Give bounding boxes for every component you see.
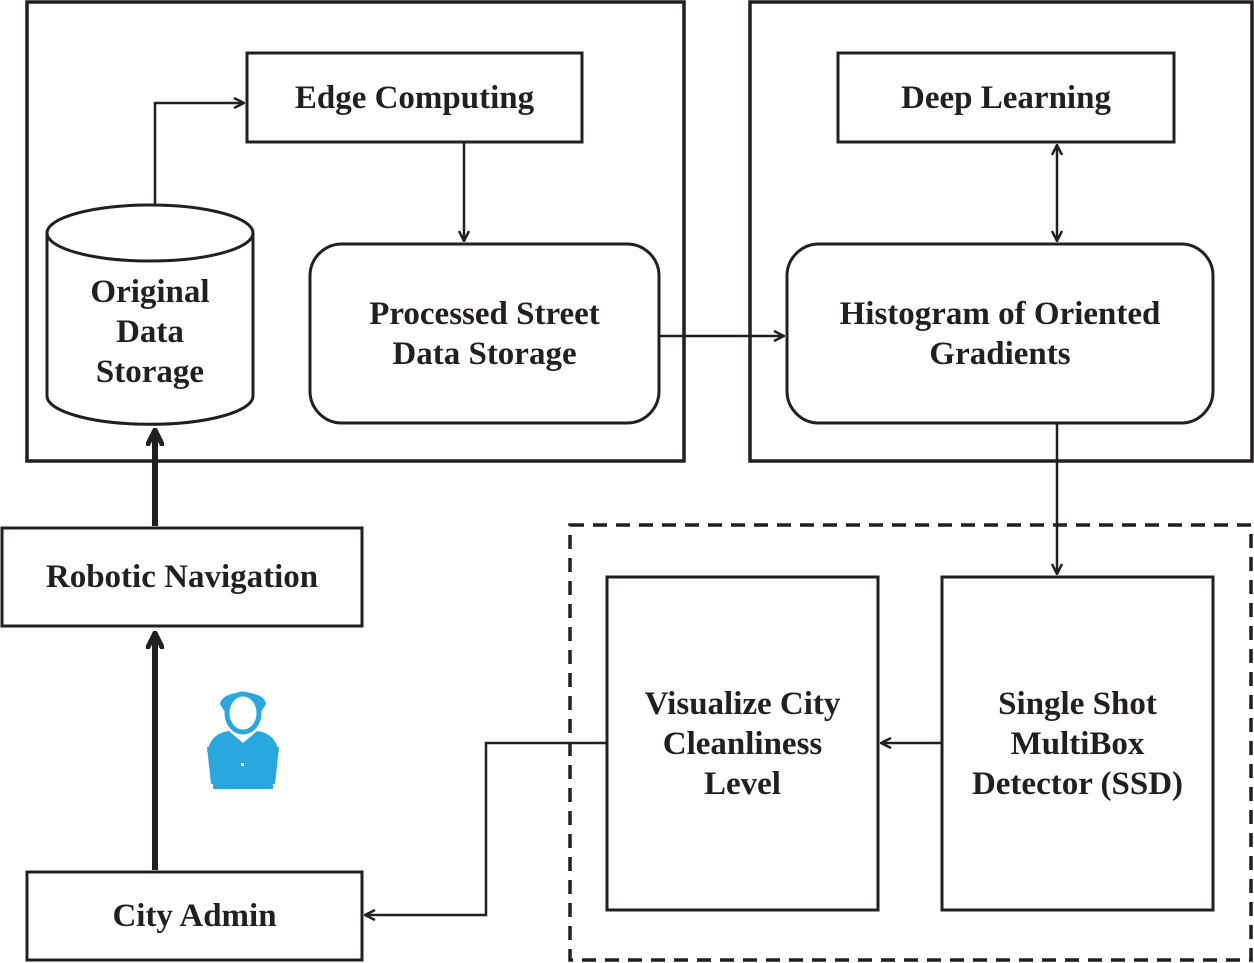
city-admin-box [25,870,364,962]
processed-street-data-storage-box [308,242,661,425]
ssd-box [940,575,1215,912]
person-at-laptop-icon [207,691,279,789]
deep-learning-label: Deep Learning [901,79,1111,116]
visualize-city-cleanliness-box [605,575,880,912]
edge-group-frame [25,0,686,463]
original-data-storage-cylinder [45,203,255,426]
edge-computing-label: Edge Computing [294,79,535,116]
learning-group-frame [748,0,1254,463]
original-data-storage-label: Original Data Storage [90,274,210,390]
hog-box [785,242,1215,425]
visualize-city-cleanliness-label: Visualize City Cleanliness Level [644,685,841,802]
arrow-visualize-to-city-admin [365,741,607,915]
hog-label: Histogram of Oriented Gradients [839,295,1161,372]
deep-learning-box [836,51,1176,144]
ssd-label: Single Shot MultiBox Detector (SSD) [971,685,1184,802]
processed-street-data-storage-label: Processed Street Data Storage [369,295,600,372]
edge-computing-box [245,51,584,144]
robotic-navigation-box [0,526,364,628]
robotic-navigation-label: Robotic Navigation [45,559,319,595]
city-admin-label: City Admin [112,898,277,934]
arrow-storage-to-edge [153,103,244,205]
